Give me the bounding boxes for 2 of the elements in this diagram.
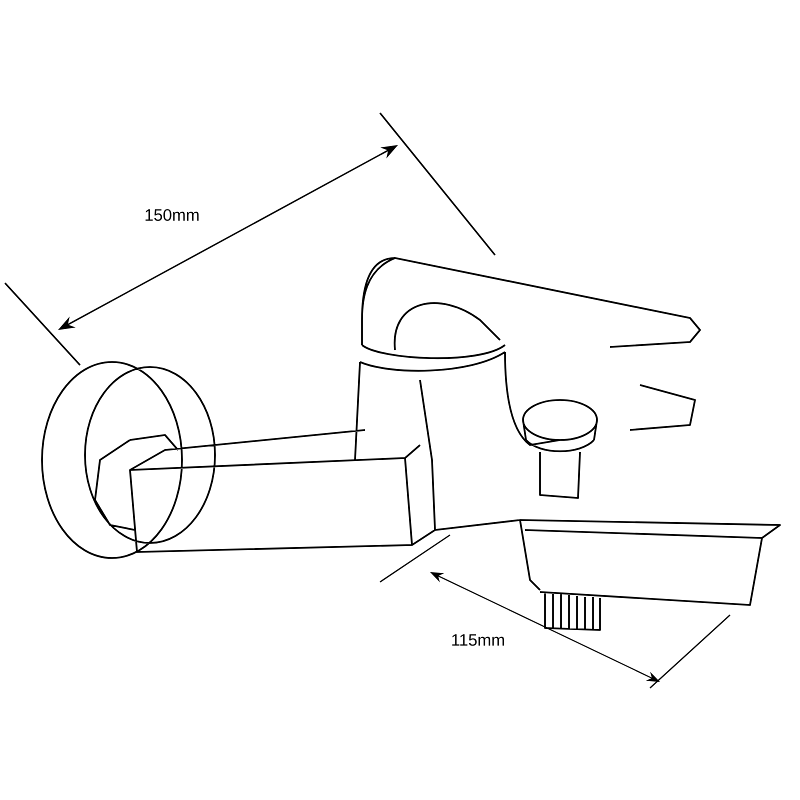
dimension-label: 115mm xyxy=(452,634,504,646)
dimension-label: 150mm xyxy=(146,209,199,221)
